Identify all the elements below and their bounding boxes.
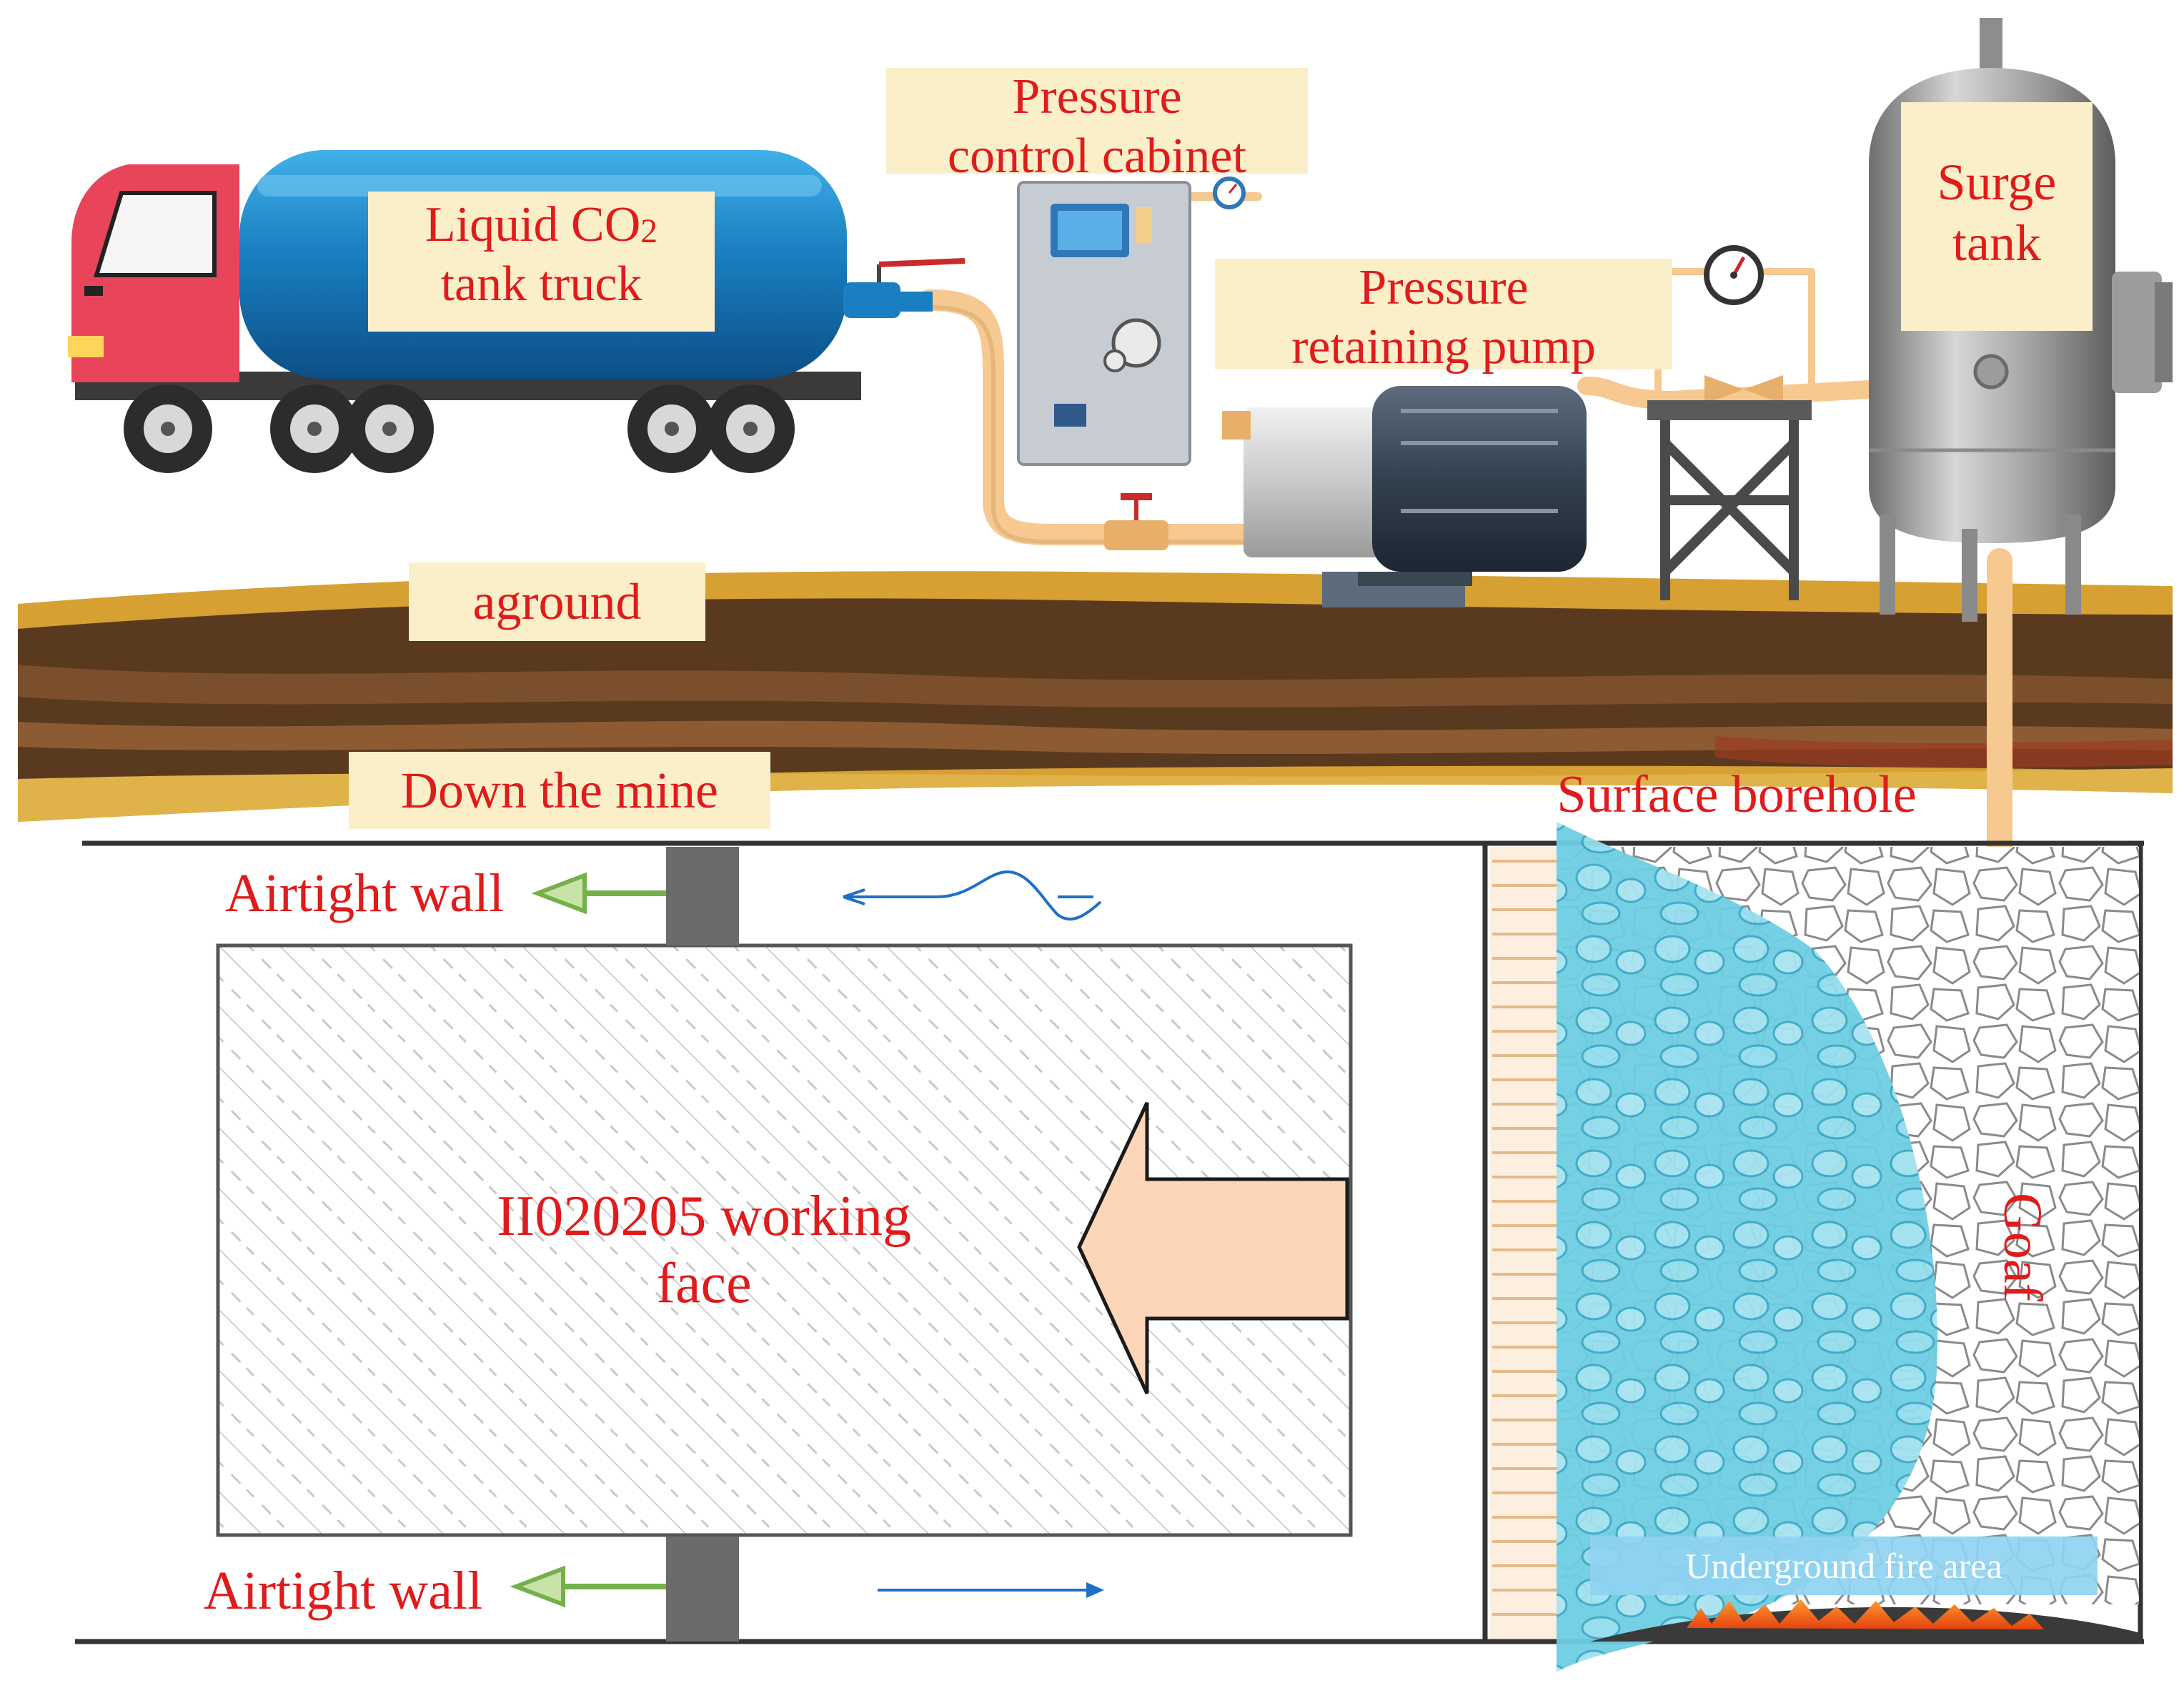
fire-zone: [1590, 1599, 2140, 1642]
valve-icon: [1104, 493, 1168, 550]
wall-arrow-bottom: [510, 1565, 666, 1608]
pump-label-line2: retaining pump: [1291, 319, 1596, 374]
pipe-stand: [1647, 400, 1812, 600]
airtight-wall-bottom: [666, 1536, 739, 1642]
surge-tank-label: Surge tank: [1901, 102, 2093, 331]
control-cabinet-icon: [1017, 177, 1246, 466]
valve-icon: [1704, 375, 1783, 404]
surge-tank-label-line1: Surge: [1937, 154, 2057, 211]
tank-truck-label: Liquid CO2 tank truck: [368, 192, 715, 332]
working-face-label: II020205 working face: [443, 1183, 965, 1326]
surge-tank-label-line2: tank: [1952, 214, 2041, 272]
advance-arrow: [1077, 1101, 1349, 1395]
co2-diffusion-zone: [1557, 822, 1938, 1672]
working-face-label-line1: II020205 working: [497, 1185, 911, 1248]
wall-arrow-top: [531, 872, 666, 915]
pump-label-line1: Pressure: [1359, 260, 1529, 315]
pressure-cabinet-label-line1: Pressure: [1012, 69, 1182, 124]
pump-label: Pressure retaining pump: [1215, 259, 1672, 374]
down-the-mine-label: Down the mine: [349, 752, 770, 829]
tank-truck-label-line1: Liquid CO: [425, 197, 641, 252]
airflow-arrow-bottom: [878, 1582, 1104, 1598]
tank-truck-label-line2: tank truck: [440, 256, 642, 312]
pressure-gauge-icon: [1704, 245, 1764, 305]
pressure-cabinet-label-line2: control cabinet: [948, 128, 1246, 184]
airtight-wall-bottom-label: Airtight wall: [203, 1561, 483, 1621]
airtight-wall-top-label: Airtight wall: [224, 863, 505, 923]
fire-area-label-bg: [1590, 1536, 2098, 1595]
working-face-label-line2: face: [656, 1252, 752, 1316]
pressure-cabinet-label: Pressure control cabinet: [886, 68, 1308, 184]
surface-borehole-label: Surface borehole: [1557, 765, 1917, 824]
airflow-arrow-top: [843, 870, 1102, 920]
goaf-label: Goaf: [1992, 1193, 2053, 1301]
tank-truck-label-sub: 2: [640, 212, 658, 250]
aground-label: aground: [409, 562, 705, 641]
fire-area-label: Underground fire area: [1685, 1546, 2002, 1586]
support-band: [1490, 847, 1562, 1639]
pump-icon: [1222, 386, 1587, 607]
airtight-wall-top: [666, 847, 739, 945]
